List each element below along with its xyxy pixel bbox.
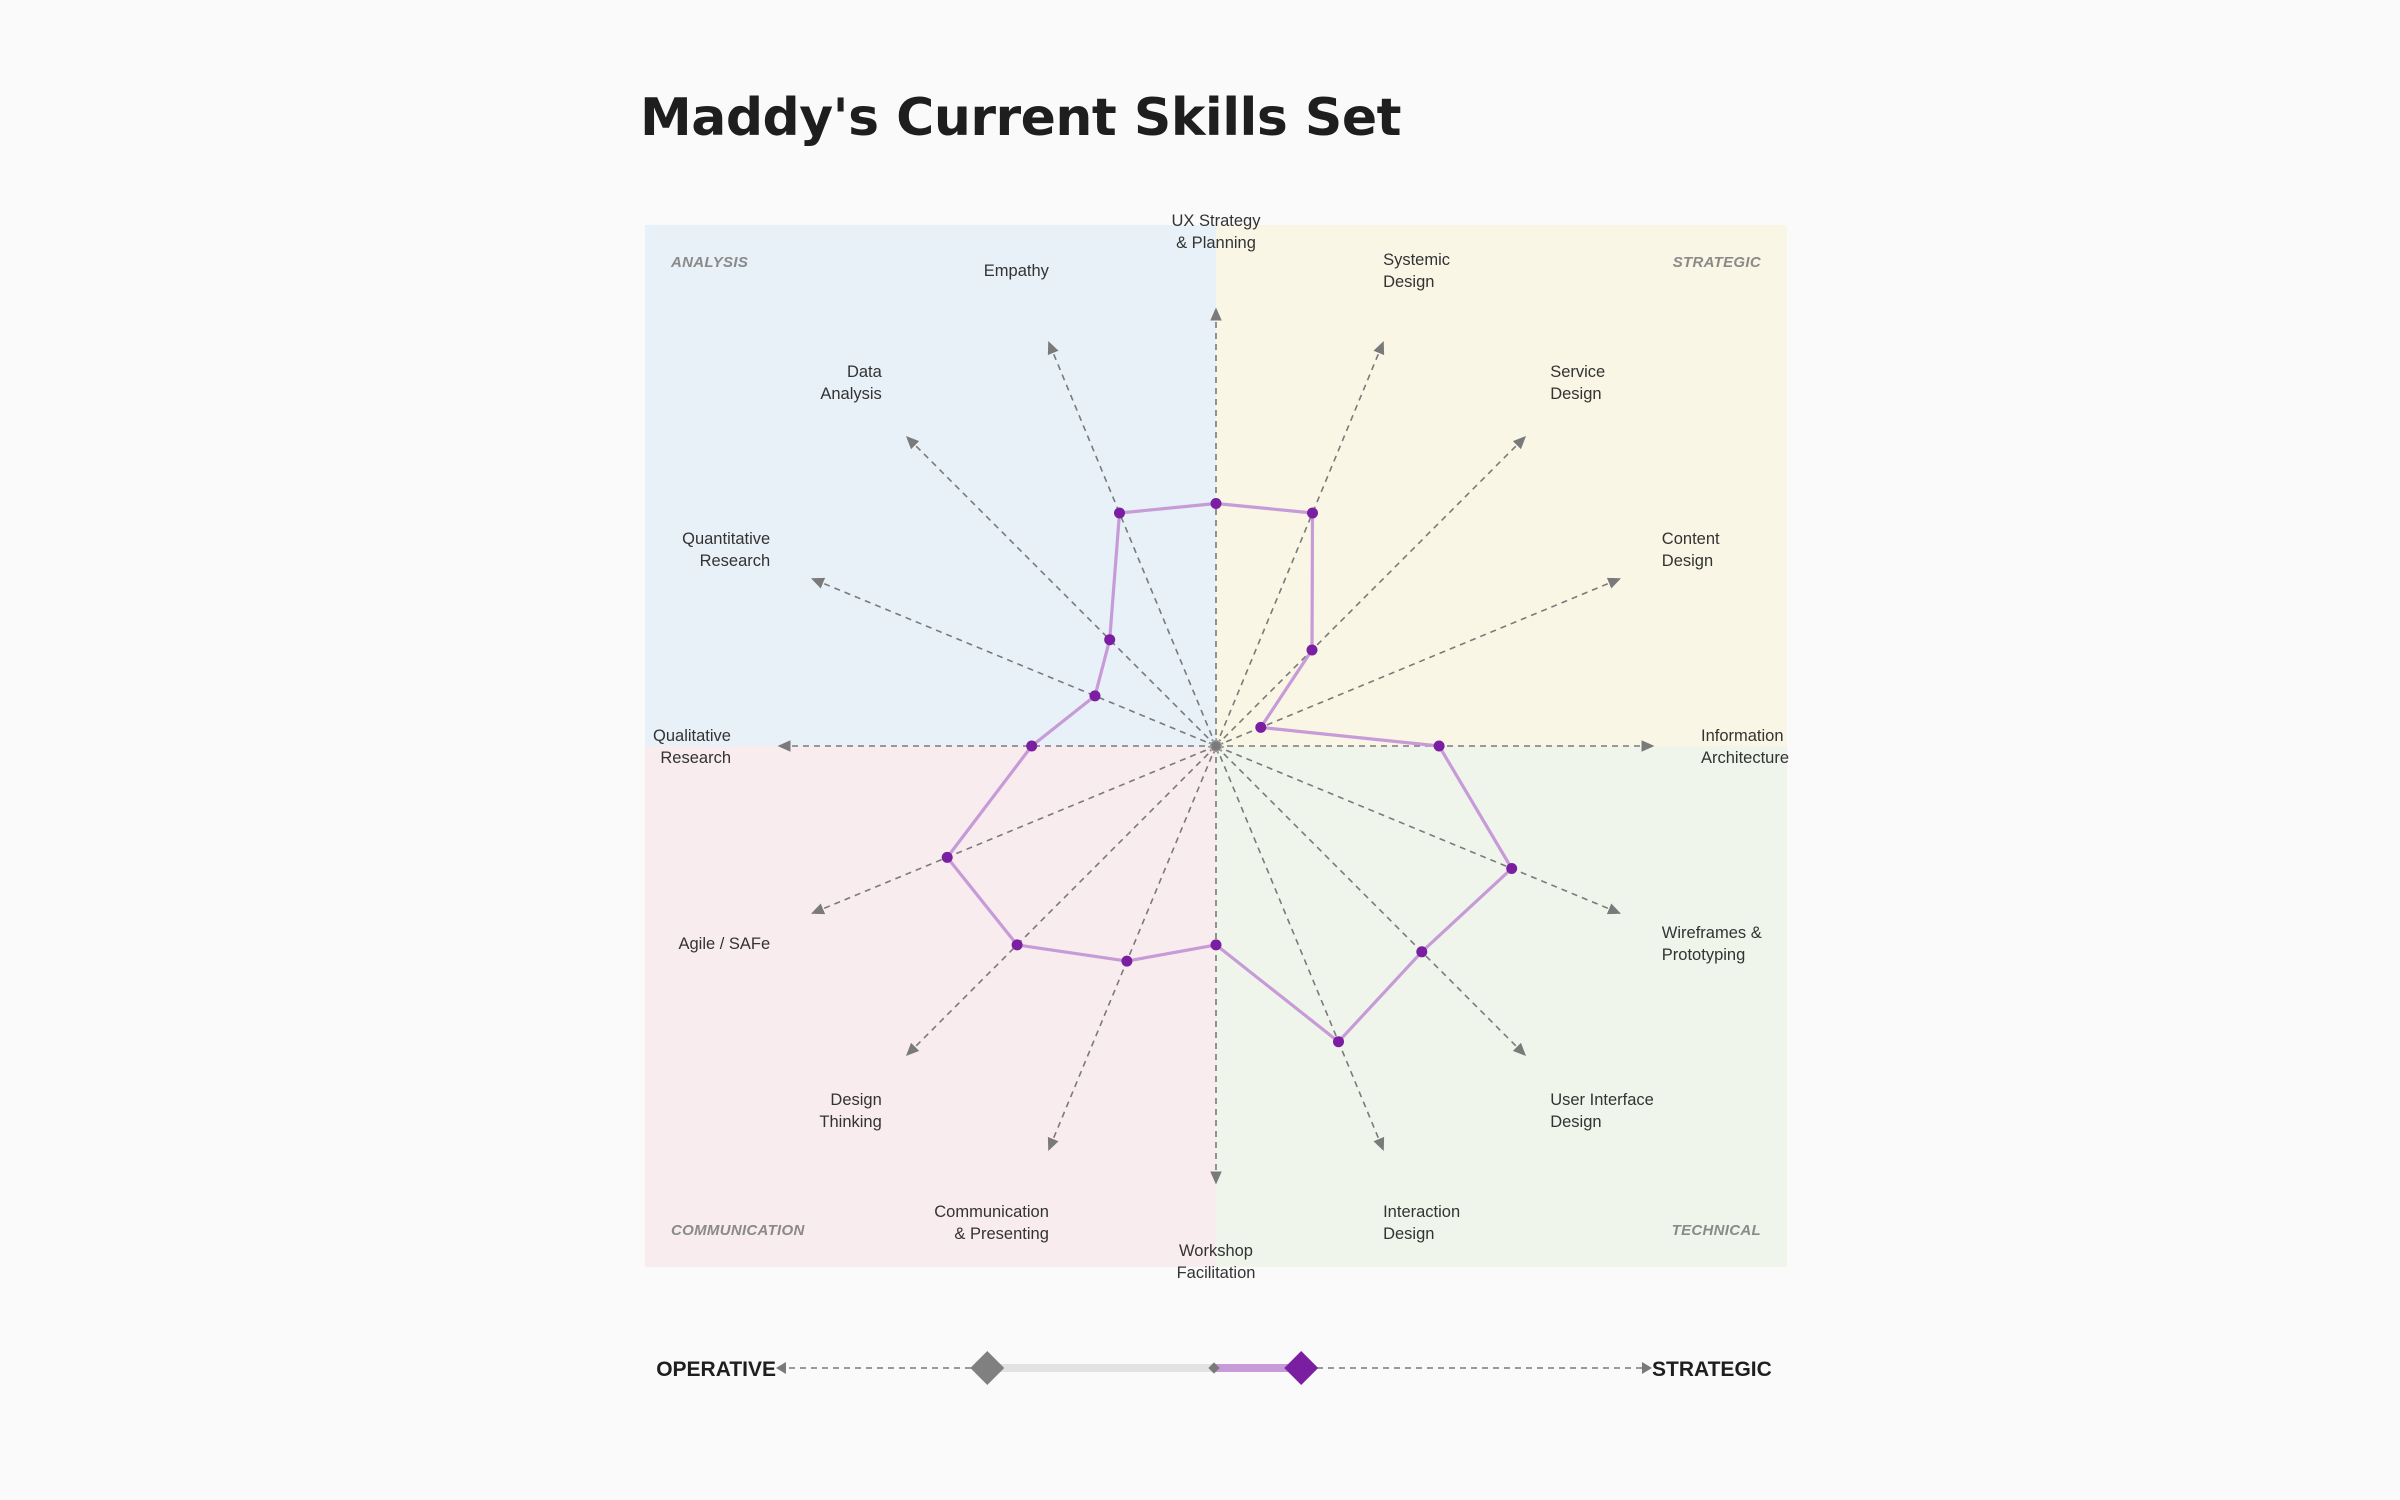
axis-label-line: Prototyping [1662,946,1745,964]
axis-label-line: Design [1662,552,1713,570]
data-point-information-architecture [1433,740,1445,752]
radar-center-icon [1208,738,1224,754]
data-point-design-thinking [1011,939,1023,951]
data-point-workshop-facilitation [1210,939,1222,951]
axis-label-empathy: Empathy [984,262,1050,280]
axis-label-line: User Interface [1550,1091,1654,1109]
axis-label-agile-safe: Agile / SAFe [678,935,770,953]
axis-label-line: Empathy [984,262,1050,280]
axis-label-ux-strategy: UX Strategy & Planning [1172,212,1262,252]
data-point-quantitative-research [1089,690,1101,702]
quadrant-label-technical: TECHNICAL [1672,1222,1761,1239]
axis-line-interaction-design [1215,745,1385,1152]
axis-line-content-design [1215,577,1622,747]
axis-label-line: Service [1550,363,1605,381]
axis-label-line: Facilitation [1177,1264,1256,1282]
quadrant-analysis [645,225,1216,746]
strategic-marker-icon[interactable] [1284,1351,1319,1385]
axis-label-line: Design [830,1091,881,1109]
axis-label-communication-presenting: Communication & Presenting [934,1203,1049,1243]
page-title: Maddy's Current Skills Set [640,88,1402,148]
axis-label-line: Qualitative [653,727,731,745]
data-point-agile-safe [941,851,953,863]
axis-line-service-design [1215,435,1527,747]
arrow-right-icon [1642,1362,1652,1374]
axis-line-communication-presenting [1047,745,1217,1152]
axis-line-empathy [1047,340,1217,747]
arrow-left-icon [776,1362,786,1374]
quadrant-label-communication: COMMUNICATION [671,1222,805,1239]
data-point-ux-strategy [1210,498,1222,509]
axis-label-line: Research [660,749,731,767]
axis-label-line: Workshop [1179,1242,1253,1260]
axis-line-systemic-design [1215,340,1385,747]
axis-label-line: Architecture [1701,749,1789,767]
axis-label-line: Design [1383,1225,1434,1243]
axis-label-wireframes-prototyping: Wireframes & Prototyping [1662,924,1762,964]
data-point-interaction-design [1333,1036,1344,1048]
axis-label-line: Interaction [1383,1203,1460,1221]
slider-left-label: OPERATIVE [656,1358,776,1381]
axis-label-line: Research [700,552,771,570]
axis-label-line: & Planning [1176,234,1256,252]
quadrant-label-analysis: ANALYSIS [670,254,748,271]
axis-line-agile-safe [810,745,1217,915]
axis-label-line: Systemic [1383,251,1450,269]
axis-label-line: Information [1701,727,1784,745]
axis-line-wireframes-prototyping [1215,745,1622,915]
data-point-communication-presenting [1121,955,1133,967]
axis-label-line: Design [1550,1113,1601,1131]
quadrant-strategic [1216,225,1787,746]
data-point-data-analysis [1104,634,1116,646]
data-point-content-design [1255,721,1267,733]
quadrant-label-strategic: STRATEGIC [1673,254,1762,271]
quadrant-technical [1216,746,1787,1267]
data-point-qualitative-research [1026,740,1038,752]
axis-label-line: UX Strategy [1172,212,1262,230]
data-point-service-design [1306,644,1318,656]
quadrant-communication [645,746,1216,1267]
axis-label-line: Thinking [819,1113,881,1131]
axis-label-line: Agile / SAFe [678,935,770,953]
axis-label-line: Communication [934,1203,1049,1221]
axis-label-line: & Presenting [954,1225,1048,1243]
axis-label-line: Wireframes & [1662,924,1762,942]
axis-label-line: Content [1662,530,1720,548]
axis-line-design-thinking [905,745,1217,1057]
operative-marker-icon[interactable] [970,1351,1005,1385]
data-point-user-interface-design [1416,946,1428,958]
slider-center-diamond-icon [1208,1362,1220,1374]
axis-line-data-analysis [905,435,1217,747]
axis-label-line: Analysis [820,385,881,403]
axis-line-user-interface-design [1215,745,1527,1057]
data-point-empathy [1114,507,1125,519]
axis-label-line: Design [1550,385,1601,403]
axis-label-line: Data [847,363,883,381]
data-point-wireframes-prototyping [1506,863,1518,874]
data-point-systemic-design [1307,507,1318,519]
slider-right-label: STRATEGIC [1652,1358,1772,1381]
axis-label-line: Design [1383,273,1434,291]
axis-label-line: Quantitative [682,530,770,548]
axis-line-quantitative-research [810,577,1217,747]
